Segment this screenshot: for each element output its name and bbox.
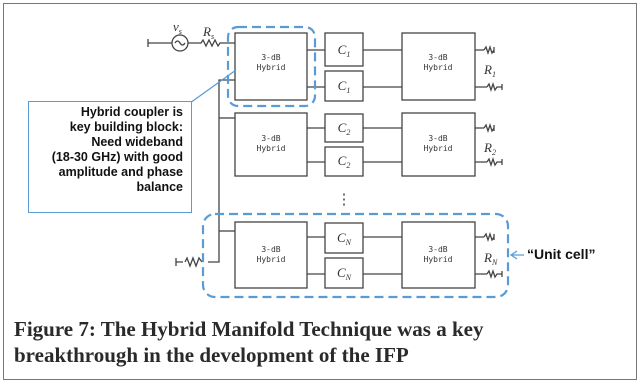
cap-label-row1-bot: C1 (338, 78, 351, 95)
unitcell-ground (175, 258, 183, 266)
hybrid-box-out-row3 (401, 221, 476, 289)
cap-label-row3-top: CN (337, 230, 352, 247)
unitcell-termination (184, 256, 203, 268)
hybrid-label-in-row1-l2: Hybrid (257, 63, 286, 72)
cap-label-row2-top: C2 (338, 120, 351, 137)
ellipsis-dots: ⋮ (337, 192, 352, 208)
callout-line: balance (136, 180, 183, 194)
row1-top-load (483, 44, 495, 56)
hybrid-highlight-outline (226, 25, 317, 108)
row2-bot-load (486, 156, 503, 168)
row3-bot-load (486, 268, 503, 280)
capacitor-box-row1-bot (324, 70, 364, 102)
callout-box: Hybrid coupler is key building block: Ne… (28, 101, 192, 213)
cap-label-row3-bot: CN (337, 265, 352, 282)
capacitor-box-row2-bot (324, 146, 364, 177)
hybrid-label-in-row3-l1: 3-dB (261, 245, 280, 254)
hybrid-label-in-row3-l2: Hybrid (257, 255, 286, 264)
hybrid-box-in-row3 (234, 221, 308, 289)
figure-caption: Figure 7: The Hybrid Manifold Technique … (14, 316, 630, 368)
row2-wires (307, 127, 402, 163)
capacitor-box-row3-top (324, 222, 364, 254)
hybrid-label-out-row1-l1: 3-dB (428, 53, 447, 62)
caption-line: Figure 7: The Hybrid Manifold Technique … (14, 317, 484, 341)
load-label-row3: RN (483, 250, 498, 267)
hybrid-label-in-row2-l2: Hybrid (257, 144, 286, 153)
load-label-row2: R2 (483, 140, 496, 157)
row3-out-wires (475, 236, 487, 275)
hybrid-label-in-row1-l1: 3-dB (261, 53, 280, 62)
hybrid-label-in-row2-l1: 3-dB (261, 134, 280, 143)
callout-line: amplitude and phase (58, 165, 183, 179)
hybrid-manifold-diagram: 3-dB Hybrid 3-dB Hybrid 3-dB Hybrid 3-dB… (147, 19, 524, 299)
unit-cell-label: “Unit cell” (527, 246, 596, 262)
source-voltage-label: vs (173, 19, 182, 36)
row3-wires (307, 236, 402, 275)
capacitor-box-row2-top (324, 113, 364, 143)
capacitor-box-row1-top (324, 32, 364, 67)
row2-out-wires (475, 127, 487, 163)
hybrid-label-out-row1-l2: Hybrid (424, 63, 453, 72)
hybrid-label-out-row2-l1: 3-dB (428, 134, 447, 143)
row1-wires (307, 49, 402, 88)
capacitor-box-row3-bot (324, 257, 364, 289)
source-resistor (188, 38, 235, 48)
voltage-source-wave (174, 40, 186, 46)
unit-cell-arrow (509, 250, 524, 260)
cap-label-row1-top: C1 (338, 42, 351, 59)
hybrid-box-in-row1 (234, 32, 308, 101)
callout-line: key building block: (69, 120, 183, 134)
source-resistance-label: Rs (202, 24, 214, 41)
hybrid-label-out-row3-l2: Hybrid (424, 255, 453, 264)
hybrid-box-out-row1 (401, 32, 476, 101)
callout-line: Need wideband (91, 135, 183, 149)
callout-line: (18-30 GHz) with good (51, 150, 183, 164)
row3-top-load (483, 231, 495, 243)
load-label-row1: R1 (483, 62, 496, 79)
caption-line: breakthrough in the development of the I… (14, 343, 409, 367)
row1-bot-load (486, 81, 503, 93)
hybrid-box-out-row2 (401, 112, 476, 177)
hybrid-box-in-row2 (234, 112, 308, 177)
row1-out-wires (475, 49, 487, 88)
callout-pointer (189, 69, 237, 104)
row2-top-load (483, 122, 495, 134)
unit-cell-outline (201, 212, 510, 299)
manifold-left-bus (208, 79, 235, 263)
hybrid-label-out-row3-l1: 3-dB (428, 245, 447, 254)
callout-line: Hybrid coupler is (80, 105, 183, 119)
hybrid-label-out-row2-l2: Hybrid (424, 144, 453, 153)
cap-label-row2-bot: C2 (338, 153, 351, 170)
